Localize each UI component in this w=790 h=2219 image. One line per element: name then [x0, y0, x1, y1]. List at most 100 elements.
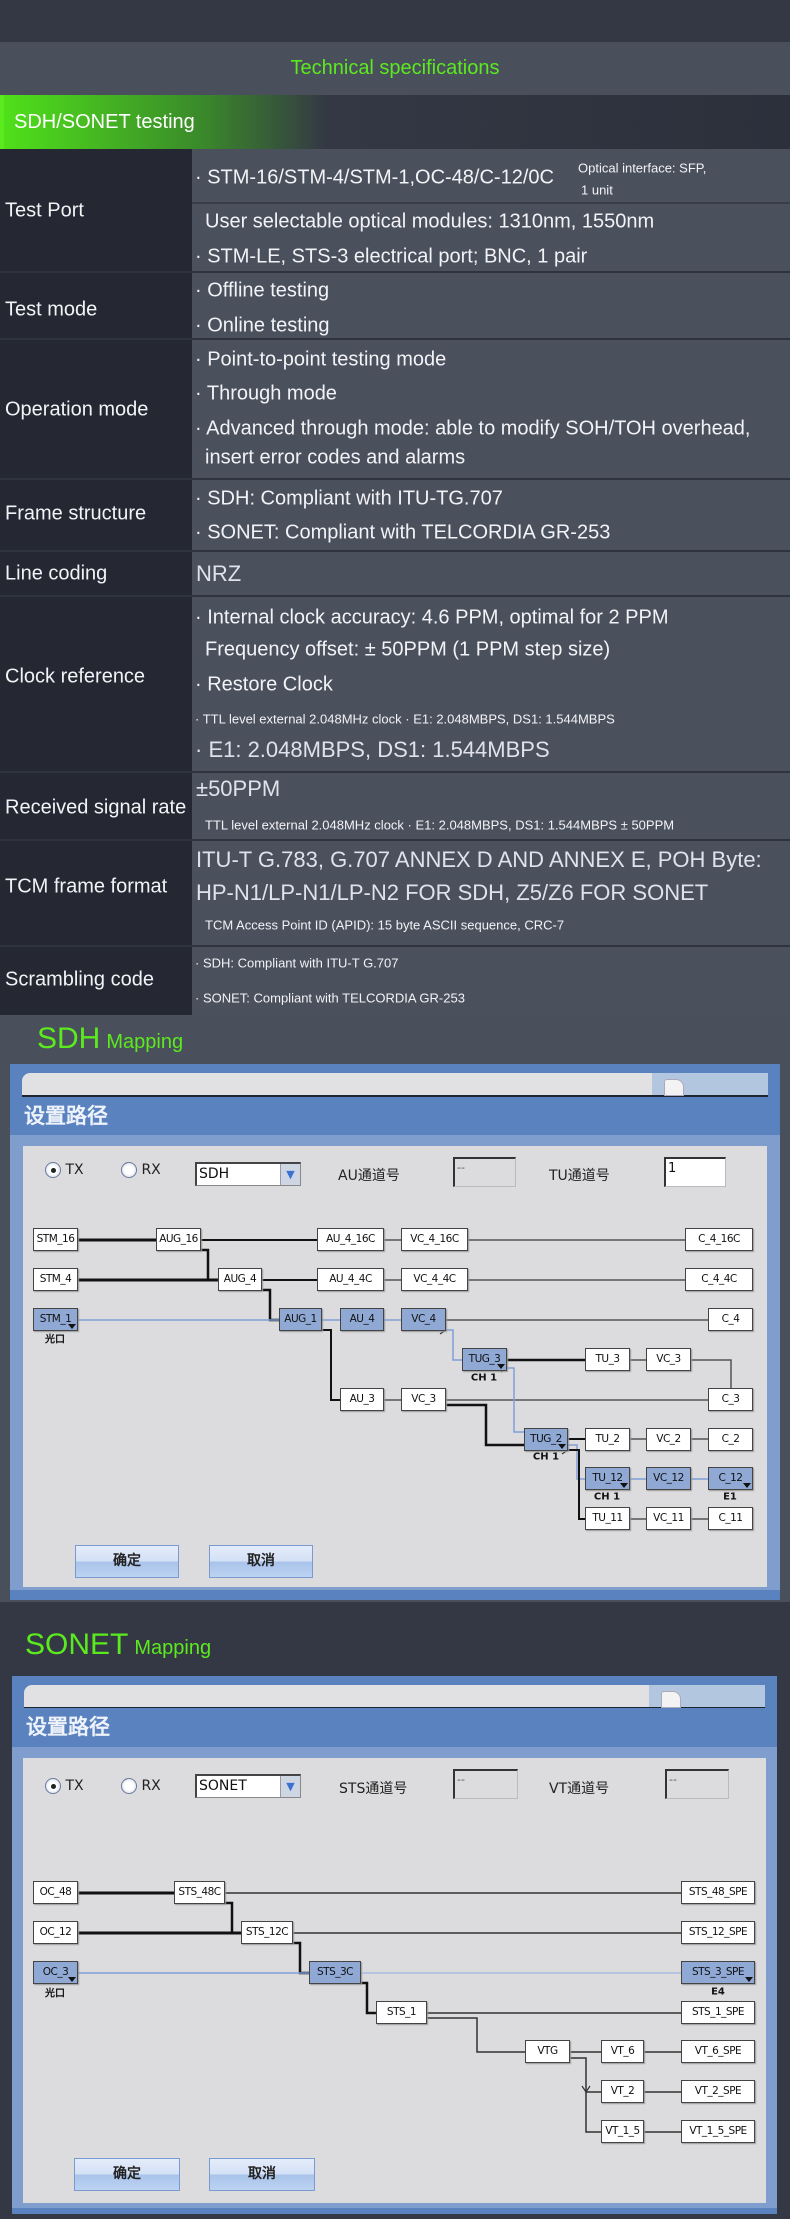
dropdown-arrow-icon[interactable] — [745, 1977, 753, 1982]
sonet-node-vtg[interactable]: VTG — [525, 2040, 570, 2063]
spec-value: HP-N1/LP-N1/LP-N2 FOR SDH, Z5/Z6 FOR SON… — [196, 880, 709, 905]
spec-value: · SONET: Compliant with TELCORDIA GR-253 — [195, 990, 465, 1006]
sdh-node-c-4-4c[interactable]: C_4_4C — [685, 1268, 753, 1291]
spec-label: Scrambling code — [5, 968, 154, 991]
sdh-node-c-4[interactable]: C_4 — [708, 1308, 753, 1331]
radio-checked-icon — [45, 1162, 61, 1178]
cancel-button[interactable]: 取消 — [209, 1545, 313, 1578]
sdh-node-au-4[interactable]: AU_4 — [340, 1308, 384, 1331]
sdh-node-vc-2[interactable]: VC_2 — [646, 1428, 691, 1451]
sonet-node-oc-3[interactable]: OC_3 — [33, 1961, 78, 1984]
sonet-node-oc-48[interactable]: OC_48 — [33, 1881, 78, 1904]
sonet-node-vt-2-spe[interactable]: VT_2_SPE — [681, 2080, 755, 2103]
spec-row-scrambling-code: Scrambling code · SDH: Compliant with IT… — [0, 947, 790, 1015]
spec-value: · Advanced through mode: able to modify … — [195, 417, 751, 440]
sdh-node-au-4-4c[interactable]: AU_4_4C — [317, 1268, 384, 1291]
sdh-node-au-3[interactable]: AU_3 — [340, 1388, 384, 1411]
sonet-node-sts-3-spe[interactable]: STS_3_SPE — [681, 1961, 755, 1984]
sdh-node-vc-3[interactable]: VC_3 — [401, 1388, 446, 1411]
spec-value: · Restore Clock — [195, 673, 333, 696]
sdh-node-c-11[interactable]: C_11 — [708, 1507, 753, 1530]
spec-row-tcm-frame-format: TCM frame format ITU-T G.783, G.707 ANNE… — [0, 841, 790, 947]
sdh-node-stm-16[interactable]: STM_16 — [33, 1228, 78, 1251]
dropdown-arrow-icon[interactable] — [620, 1483, 628, 1488]
dialog-body — [23, 1146, 767, 1587]
vt-channel-input[interactable]: -- — [665, 1769, 729, 1799]
spec-row-test-mode: Test mode · Offline testing · Online tes… — [0, 273, 790, 340]
sdh-node-aug-4[interactable]: AUG_4 — [218, 1268, 262, 1291]
sdh-node-vc-12[interactable]: VC_12 — [646, 1467, 691, 1490]
sonet-node-sts-3c[interactable]: STS_3C — [309, 1961, 361, 1984]
spec-note: Optical interface: SFP, — [578, 160, 707, 176]
sdh-node-stm-4[interactable]: STM_4 — [33, 1268, 78, 1291]
sdh-node-tug-2[interactable]: TUG_2 — [524, 1428, 568, 1451]
connector-line — [225, 1901, 241, 1933]
sdh-node-au-4-16c[interactable]: AU_4_16C — [317, 1228, 384, 1251]
tx-radio[interactable]: TX — [45, 1162, 84, 1178]
sonet-node-vt-6-spe[interactable]: VT_6_SPE — [681, 2040, 755, 2063]
spec-label: Test Port — [5, 199, 84, 222]
chevron-down-icon: ▼ — [280, 1164, 300, 1185]
sonet-node-sts-1[interactable]: STS_1 — [376, 2001, 427, 2024]
dropdown-arrow-icon[interactable] — [743, 1483, 751, 1488]
sdh-node-aug-1[interactable]: AUG_1 — [279, 1308, 322, 1331]
sonet-node-sts-1-spe[interactable]: STS_1_SPE — [681, 2001, 755, 2024]
sdh-node-sublabel: CH 1 — [532, 1451, 560, 1463]
radio-unchecked-icon — [121, 1162, 137, 1178]
sdh-node-vc-4-4c[interactable]: VC_4_4C — [401, 1268, 468, 1291]
sdh-node-stm-1[interactable]: STM_1 — [33, 1308, 78, 1331]
ok-button[interactable]: 确定 — [75, 1545, 179, 1578]
sdh-node-aug-16[interactable]: AUG_16 — [156, 1228, 201, 1251]
spec-row-clock-reference: Clock reference · Internal clock accurac… — [0, 597, 790, 773]
spec-row-test-port: Test Port · STM-16/STM-4/STM-1,OC-48/C-1… — [0, 149, 790, 273]
sdh-node-vc-11[interactable]: VC_11 — [646, 1507, 691, 1530]
sdh-node-vc-4-16c[interactable]: VC_4_16C — [401, 1228, 468, 1251]
sdh-node-c-4-16c[interactable]: C_4_16C — [685, 1228, 753, 1251]
spec-label: TCM frame format — [5, 875, 168, 898]
rx-radio[interactable]: RX — [121, 1778, 161, 1794]
dropdown-arrow-icon[interactable] — [68, 1977, 76, 1982]
mode-select[interactable]: SONET▼ — [195, 1774, 301, 1798]
spec-value: User selectable optical modules: 1310nm,… — [205, 210, 655, 233]
sonet-node-vt-1-5[interactable]: VT_1_5 — [601, 2120, 644, 2143]
sonet-node-sts-12-spe[interactable]: STS_12_SPE — [681, 1921, 755, 1944]
sdh-node-tu-11[interactable]: TU_11 — [585, 1507, 630, 1530]
sdh-node-tug-3[interactable]: TUG_3 — [462, 1348, 507, 1371]
sonet-node-sts-48-spe[interactable]: STS_48_SPE — [681, 1881, 755, 1904]
spec-value: · SDH: Compliant with ITU-T G.707 — [195, 955, 399, 971]
sts-channel-input[interactable]: -- — [453, 1769, 518, 1799]
sdh-node-c-3[interactable]: C_3 — [708, 1388, 753, 1411]
sdh-node-tu-12[interactable]: TU_12 — [585, 1467, 630, 1490]
sonet-node-sublabel: 光口 — [45, 1988, 65, 2000]
rx-radio[interactable]: RX — [121, 1162, 161, 1178]
sdh-node-vc-3[interactable]: VC_3 — [646, 1348, 691, 1371]
mode-select[interactable]: SDH▼ — [195, 1162, 301, 1186]
dropdown-arrow-icon[interactable] — [68, 1324, 76, 1329]
sdh-node-c-12[interactable]: C_12 — [708, 1467, 753, 1490]
vt-channel-label: VT通道号 — [549, 1781, 610, 1797]
ok-button[interactable]: 确定 — [74, 2158, 180, 2191]
spec-label: Clock reference — [5, 665, 146, 688]
sonet-node-vt-6[interactable]: VT_6 — [601, 2040, 644, 2063]
sonet-node-sts-12c[interactable]: STS_12C — [241, 1921, 293, 1944]
tx-radio[interactable]: TX — [45, 1778, 84, 1794]
sdh-node-tu-3[interactable]: TU_3 — [585, 1348, 630, 1371]
spec-value: insert error codes and alarms — [205, 446, 466, 469]
au-channel-input[interactable]: -- — [453, 1157, 516, 1187]
sonet-node-sts-48c[interactable]: STS_48C — [174, 1881, 225, 1904]
sdh-node-sublabel: CH 1 — [470, 1372, 498, 1384]
sdh-node-sublabel: 光口 — [45, 1334, 65, 1346]
sonet-node-vt-1-5-spe[interactable]: VT_1_5_SPE — [681, 2120, 755, 2143]
dropdown-arrow-icon[interactable] — [558, 1444, 566, 1449]
sdh-node-c-2[interactable]: C_2 — [708, 1428, 753, 1451]
sonet-node-vt-2[interactable]: VT_2 — [601, 2080, 644, 2103]
cancel-button[interactable]: 取消 — [209, 2158, 315, 2191]
connector-line — [293, 1941, 309, 1973]
sonet-node-oc-12[interactable]: OC_12 — [33, 1921, 78, 1944]
dropdown-arrow-icon[interactable] — [497, 1364, 505, 1369]
sdh-node-vc-4[interactable]: VC_4 — [401, 1308, 446, 1331]
sdh-node-sublabel: E1 — [723, 1491, 737, 1503]
sdh-node-tu-2[interactable]: TU_2 — [585, 1428, 630, 1451]
tu-channel-input[interactable]: 1 — [664, 1157, 726, 1187]
